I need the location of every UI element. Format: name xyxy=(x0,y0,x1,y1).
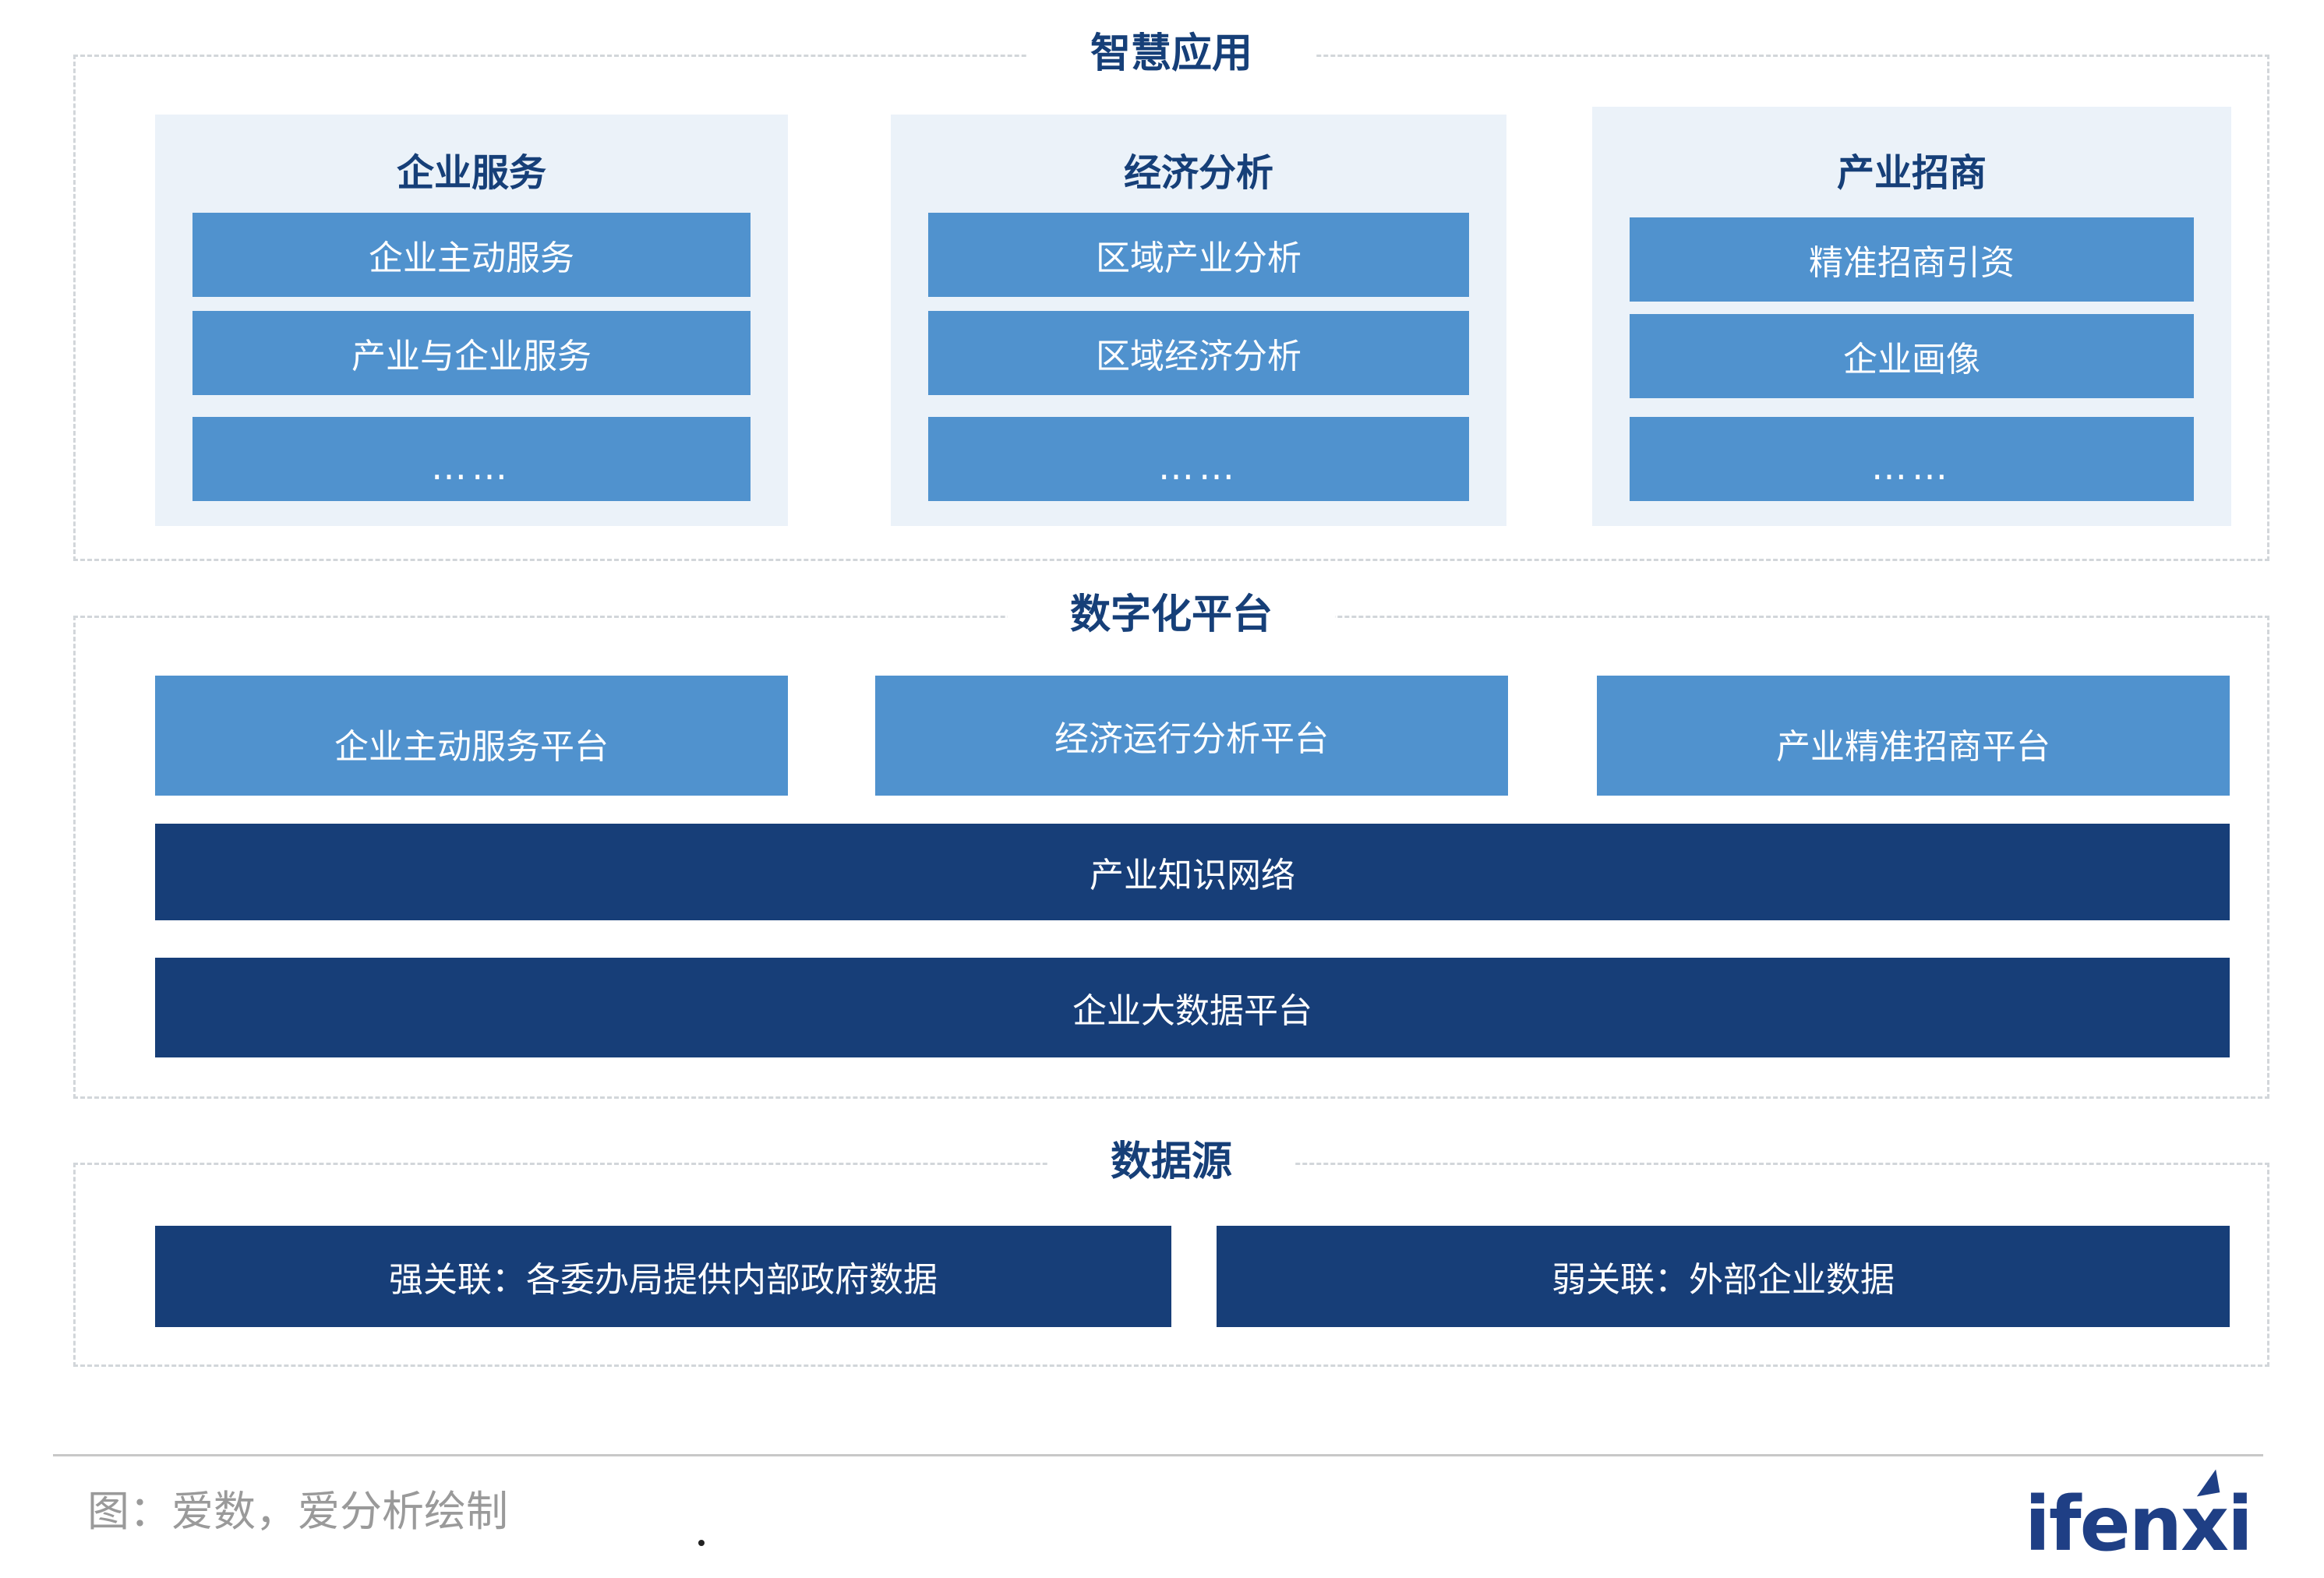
data-source-strong: 强关联：各委办局提供内部政府数据 xyxy=(155,1226,1171,1327)
app-item: 区域经济分析 xyxy=(928,311,1469,395)
industry-knowledge-network: 产业知识网络 xyxy=(155,824,2230,920)
digital-platform-section: 数字化平台 企业主动服务平台 经济运行分析平台 产业精准招商平台 产业知识网络 … xyxy=(73,584,2269,1099)
panel-economic-analysis: 经济分析 区域产业分析 区域经济分析 …… xyxy=(891,115,1506,526)
app-item-more: …… xyxy=(192,417,751,501)
app-item: 区域产业分析 xyxy=(928,213,1469,297)
panel-investment-attraction: 产业招商 精准招商引资 企业画像 …… xyxy=(1592,107,2231,526)
data-source-title-wrap: 数据源 xyxy=(76,1131,2267,1193)
app-item: 产业与企业服务 xyxy=(192,311,751,395)
stray-dot xyxy=(698,1540,705,1546)
logo-arrow-icon xyxy=(2192,1469,2220,1497)
app-item-more: …… xyxy=(928,417,1469,501)
app-item-more: …… xyxy=(1630,417,2194,501)
platform-economic-operation: 经济运行分析平台 xyxy=(875,676,1508,796)
smart-apps-title: 智慧应用 xyxy=(1027,23,1315,85)
app-item: 企业主动服务 xyxy=(192,213,751,297)
enterprise-big-data-platform: 企业大数据平台 xyxy=(155,958,2230,1057)
figure-caption: 图：爱数，爱分析绘制 xyxy=(87,1487,508,1536)
data-source-section: 数据源 强关联：各委办局提供内部政府数据 弱关联：外部企业数据 xyxy=(73,1131,2269,1367)
panel-title: 经济分析 xyxy=(1123,151,1273,195)
panel-enterprise-service: 企业服务 企业主动服务 产业与企业服务 …… xyxy=(155,115,788,526)
digital-platform-title-wrap: 数字化平台 xyxy=(76,584,2267,646)
data-source-weak: 弱关联：外部企业数据 xyxy=(1217,1226,2230,1327)
app-item: 精准招商引资 xyxy=(1630,217,2194,302)
panel-title: 产业招商 xyxy=(1836,151,1987,195)
smart-apps-title-wrap: 智慧应用 xyxy=(76,23,2267,85)
platform-investment-attraction: 产业精准招商平台 xyxy=(1597,676,2230,796)
panel-title: 企业服务 xyxy=(396,151,546,195)
ifenxi-logo: ifenxi xyxy=(2025,1469,2253,1563)
smart-apps-section: 智慧应用 企业服务 企业主动服务 产业与企业服务 …… 经济分析 区域产业分析 … xyxy=(73,23,2269,561)
footer-divider xyxy=(53,1454,2263,1456)
logo-text: ifenxi xyxy=(2025,1481,2253,1568)
app-item: 企业画像 xyxy=(1630,314,2194,398)
data-source-title: 数据源 xyxy=(1047,1131,1294,1193)
digital-platform-title: 数字化平台 xyxy=(1007,584,1335,646)
platform-enterprise-service: 企业主动服务平台 xyxy=(155,676,788,796)
